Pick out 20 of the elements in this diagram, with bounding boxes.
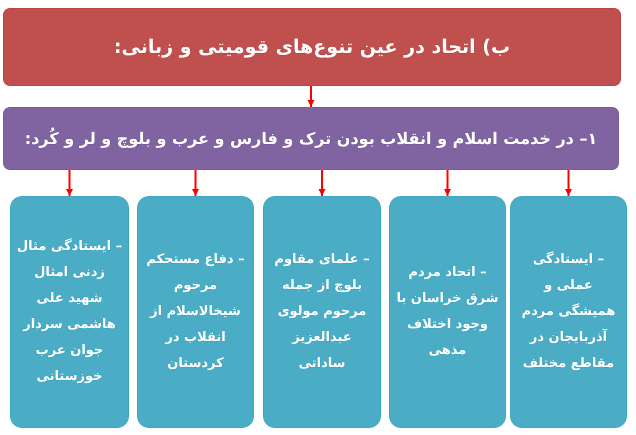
item-card [10,196,129,428]
node-text: – اتحاد مردم شرق خراسان با وجود اختلاف مذهی [396,264,500,360]
arrow [192,170,199,196]
arrow [308,86,314,107]
node-text: – دفاع مستحکم مرحوم شیخالاسلام از انقلاب در کردستان [145,251,246,373]
node-text: – ایستادگی مثال زدنی امثال شهید علی هاشمی سردار جوان عرب خوزستانی [16,237,124,386]
node-text: – ایستادگی عملی و همیشگی مردم آذربایجان در مقاطع مختلف [520,250,616,373]
arrow [318,170,326,196]
subheading-box [3,107,619,170]
item-card [389,196,506,428]
arrow [66,170,73,196]
item-card [263,196,381,428]
arrow [565,170,572,196]
node-text: ۱– در خدمت اسلام و انقلاب بودن ترک و فارس و عرب و بلوچ و لر و کُرد: [24,129,598,148]
node-text: ب) اتحاد در عین تنوع‌های قومیتی و زبانی: [114,36,510,58]
item-card [510,196,627,428]
item-card [137,196,254,428]
arrow [444,170,451,196]
heading-box [3,8,621,86]
node-text: – علمای مقاوم بلوچ از جمله مرحوم مولوی عبدالعزیز ساداتی [273,251,371,373]
